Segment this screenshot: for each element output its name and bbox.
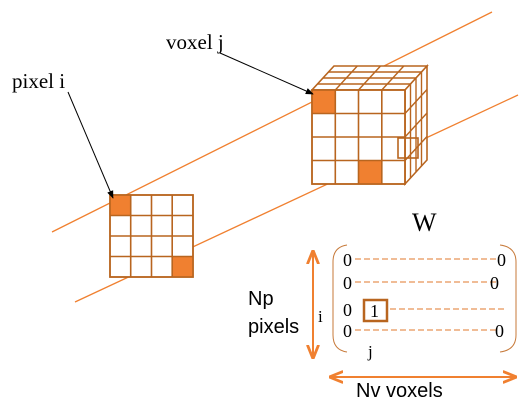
matrix-marked-cell-box [362,298,389,323]
np-label-line1: Np [248,288,274,310]
pixel-corner-highlight [172,257,193,277]
matrix-label: W [412,208,437,237]
voxel-cutout [397,137,419,159]
row-index-label: i [318,307,323,326]
matrix-marked-value: 1 [370,301,379,321]
matrix-cell-r4-right: 0 [495,321,504,341]
voxel-arrow [219,52,314,95]
pixel-arrow [67,91,114,199]
pixel-i-highlight [110,195,130,215]
matrix-right-bracket [499,244,517,353]
matrix-cell-r1-right: 0 [497,250,506,270]
pixel-grid [109,194,194,278]
column-index-label: j [367,342,373,361]
matrix-cell-r3-left: 0 [343,300,352,320]
matrix-cell-r2-right: 0 [490,273,499,293]
pixel-label: pixel i [12,69,65,93]
nv-label: Nv voxels [356,380,443,402]
matrix-cell-r1-left: 0 [343,250,352,270]
voxel-corner-highlight [358,160,382,184]
np-label-line2: pixels [248,316,299,338]
matrix-left-bracket [332,244,348,353]
matrix-cell-r4-left: 0 [343,321,352,341]
voxel-label: voxel j [166,30,224,54]
matrix-cell-r2-left: 0 [343,273,352,293]
voxel-cube [310,63,429,187]
voxel-j-highlight [312,90,335,114]
